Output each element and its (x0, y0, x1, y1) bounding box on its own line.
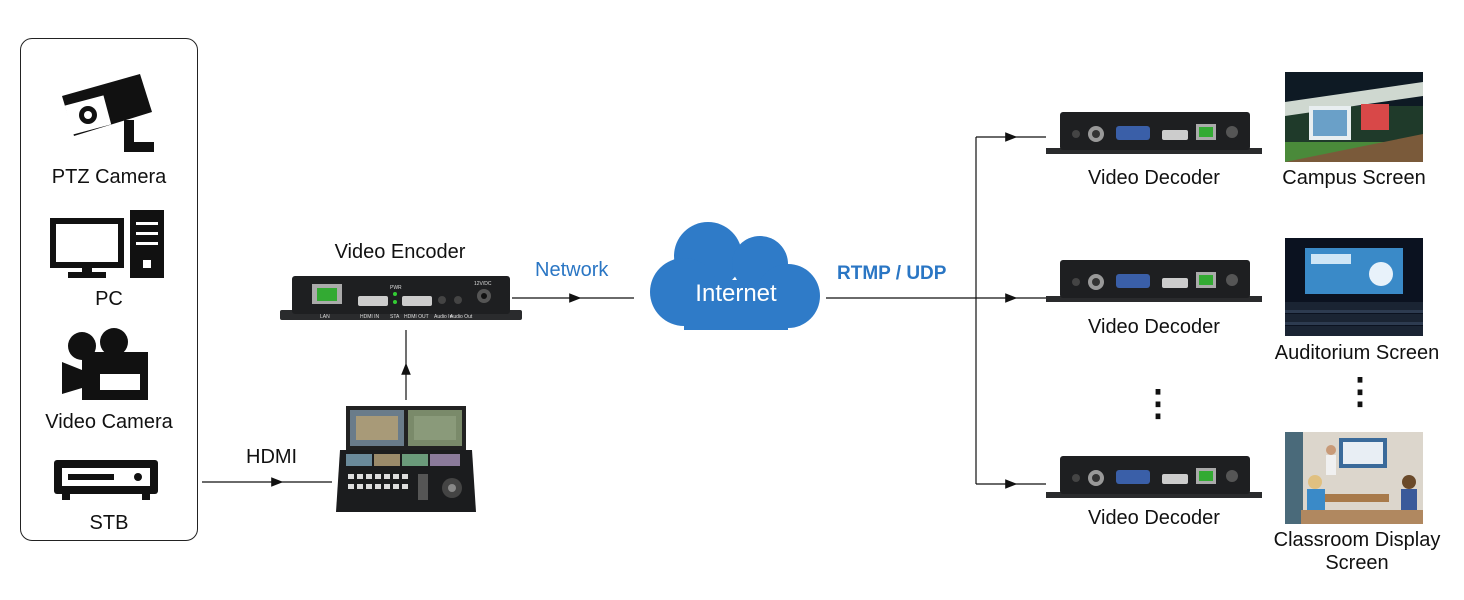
svg-text:HDMI OUT: HDMI OUT (404, 314, 429, 320)
rtmp-udp-label: RTMP / UDP (837, 263, 947, 284)
classroom-screen-label-line2: Screen (1325, 552, 1389, 574)
video-decoder-device-2 (1046, 260, 1262, 302)
stb-icon (54, 460, 158, 500)
svg-text:12V/DC: 12V/DC (474, 281, 492, 287)
internet-label: Internet (695, 280, 777, 307)
screen-ellipsis: ⋮ (1342, 370, 1378, 411)
classroom-screen-image (1285, 432, 1423, 524)
video-camera-label: Video Camera (45, 411, 173, 433)
decoder-2-label: Video Decoder (1088, 316, 1220, 338)
auditorium-screen-label: Auditorium Screen (1274, 342, 1440, 364)
decoder-3-label: Video Decoder (1088, 507, 1220, 529)
pc-label: PC (95, 288, 123, 310)
ptz-camera-label: PTZ Camera (51, 166, 167, 188)
stb-label: STB (89, 512, 129, 534)
decoder-ellipsis: ⋮ (1140, 382, 1176, 423)
svg-text:Audio Out: Audio Out (450, 314, 473, 320)
network-label: Network (535, 259, 609, 281)
video-camera-icon (62, 328, 148, 400)
campus-screen-label: Campus Screen (1282, 167, 1426, 189)
internet-cloud (650, 222, 820, 330)
svg-text:HDMI IN: HDMI IN (360, 314, 380, 320)
decoder-1-label: Video Decoder (1088, 167, 1220, 189)
auditorium-screen-image (1285, 238, 1423, 336)
ptz-camera-icon (62, 74, 154, 152)
video-decoder-device-1 (1046, 112, 1262, 154)
classroom-screen-label-line1: Classroom Display (1273, 529, 1441, 551)
svg-text:LAN: LAN (320, 314, 330, 320)
pc-icon (50, 210, 164, 278)
encoder-title: Video Encoder (334, 241, 466, 263)
source-devices-panel (20, 38, 198, 541)
video-switcher-device (336, 406, 476, 512)
campus-screen-image (1285, 72, 1423, 162)
video-encoder-device: LAN HDMI IN PWR STA HDMI OUT Audio In Au… (280, 276, 522, 320)
svg-text:Audio In: Audio In (434, 314, 453, 320)
svg-text:PWR: PWR (390, 285, 402, 291)
video-decoder-device-3 (1046, 456, 1262, 498)
hdmi-label: HDMI (246, 446, 298, 468)
svg-text:STA: STA (390, 314, 400, 320)
